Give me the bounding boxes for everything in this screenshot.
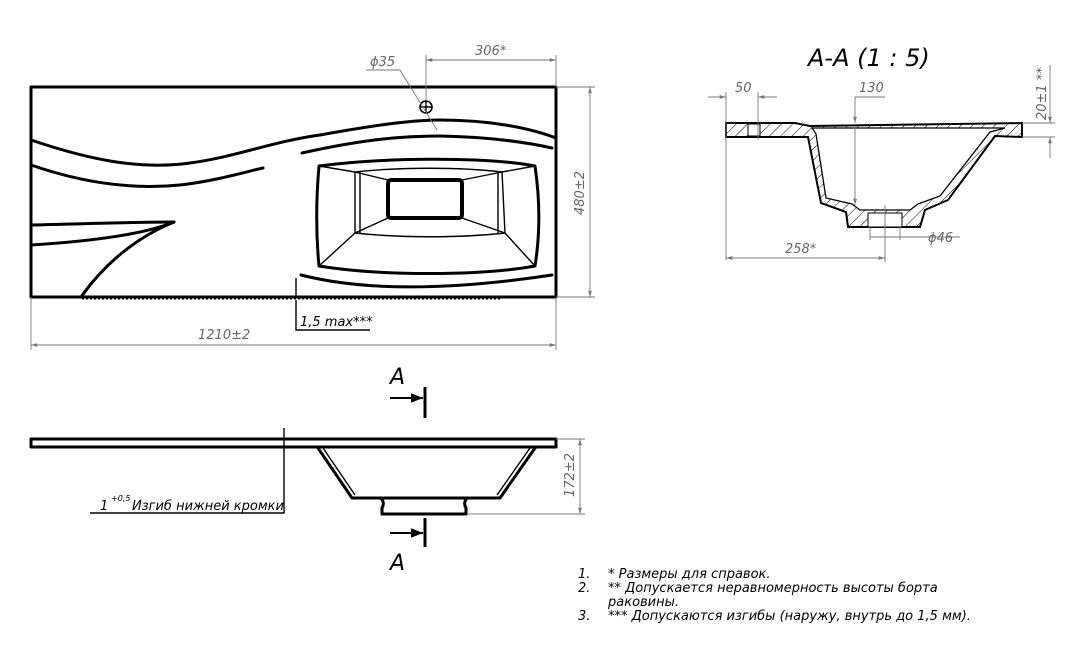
- dim-thickness: 20±1 **: [1035, 67, 1050, 120]
- front-view: 172±2 A A 1 +0,5 Изгиб нижней кромки: [29, 365, 585, 576]
- hole-crosshair: [420, 101, 432, 113]
- ext-lines: [30, 297, 557, 350]
- ext-lines: [725, 92, 1055, 262]
- section-label-top: A: [388, 365, 405, 390]
- wave-curve: [29, 118, 558, 167]
- dim-hole-diameter: ϕ35: [370, 55, 395, 70]
- bend-label: Изгиб нижней кромки: [132, 499, 284, 514]
- note-item: 2. ** Допускается неравномерность высоты …: [578, 582, 988, 610]
- basin-facets: [318, 165, 536, 267]
- wave-curve: [29, 220, 176, 227]
- note-item: 1. * Размеры для справок.: [578, 568, 988, 582]
- bend-leader: [90, 428, 285, 514]
- dim-width: 1210±2: [198, 328, 250, 343]
- drain-profile: [378, 496, 470, 516]
- section-view: A-A (1 : 5) 50 130 258* ϕ46 20±1 **: [708, 44, 1055, 262]
- diameter-leader: [366, 69, 438, 131]
- wave-curve: [29, 163, 265, 188]
- note-item: 3. *** Допускаются изгибы (наружу, внутрь…: [578, 610, 988, 624]
- wave-curve: [299, 273, 554, 289]
- dim-depth: 480±2: [573, 171, 588, 215]
- section-bowl-cavity: [810, 127, 1006, 211]
- note-number: 3.: [578, 609, 591, 624]
- notes-list: 1. * Размеры для справок. 2. ** Допускаетс…: [578, 568, 988, 624]
- basin-drain: [386, 178, 464, 220]
- flatness-leader: [295, 278, 370, 331]
- section-title: A-A (1 : 5): [806, 44, 930, 72]
- dim-drain-diameter: ϕ46: [928, 231, 953, 246]
- countertop-outline: [29, 85, 558, 299]
- dim-flatness: 1,5 max***: [300, 315, 373, 330]
- dim-drain-offset: 258*: [785, 242, 817, 257]
- countertop-profile: [29, 437, 558, 449]
- bowl-profile: [316, 446, 537, 500]
- dim-hole-offset: 306*: [475, 44, 507, 59]
- dim-height: 172±2: [563, 453, 578, 497]
- dim-rim: 50: [735, 81, 752, 96]
- note-number: 1.: [578, 567, 591, 582]
- note-text: ** Допускается неравномерность высоты бо…: [608, 581, 938, 610]
- note-text: *** Допускаются изгибы (наружу, внутрь д…: [608, 609, 971, 624]
- dim-depth: 130: [859, 81, 884, 96]
- bend-value: 1: [100, 499, 108, 514]
- note-text: * Размеры для справок.: [608, 567, 771, 582]
- wave-curve: [79, 220, 176, 299]
- note-number: 2.: [578, 581, 591, 596]
- bend-tolerance: +0,5: [111, 494, 130, 503]
- wave-curve: [300, 134, 554, 155]
- top-view: ϕ35 306* 480±2 1210±2 1,5 max***: [29, 44, 595, 350]
- bowl-inner-line: [322, 447, 531, 496]
- section-label-bottom: A: [388, 551, 405, 576]
- faucet-hole-section: [747, 123, 761, 137]
- ext-lines: [425, 55, 557, 100]
